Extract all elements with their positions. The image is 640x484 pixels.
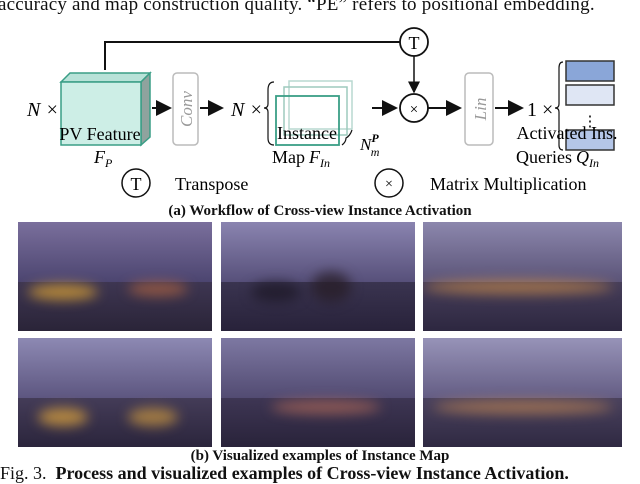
lin-box	[464, 72, 494, 146]
conv-label: Conv	[177, 91, 196, 127]
instance-map-label: Instance	[277, 123, 337, 143]
svg-text:×: ×	[410, 102, 418, 118]
subcaption-a: (a) Workflow of Cross-view Instance Acti…	[168, 203, 472, 219]
subcaption-b: (b) Visualized examples of Instance Map	[190, 448, 450, 464]
instance-map-stack	[275, 80, 353, 146]
svg-text:T: T	[409, 33, 420, 53]
queries-label: Activated Ins.	[517, 123, 618, 143]
svg-text:⋮: ⋮	[583, 114, 598, 130]
n-times-label: N ×	[26, 99, 59, 121]
legend-matmul-icon	[374, 168, 404, 198]
body-text-top: accuracy and map construction quality. “…	[0, 0, 595, 15]
pv-feature-cube	[59, 71, 152, 147]
pv-feature-label: PV Feature	[59, 124, 140, 144]
instance-map-example-1	[18, 222, 212, 331]
instance-map-example-3	[423, 222, 622, 331]
skip-connection-line	[104, 41, 400, 70]
svg-text:T: T	[131, 174, 142, 194]
legend-matmul-label: Matrix Multiplication	[430, 174, 586, 194]
one-times-label: 1 ×	[527, 99, 553, 121]
instance-map-example-4	[18, 338, 212, 447]
instance-map-example-6	[423, 338, 622, 447]
svg-text:×: ×	[385, 177, 393, 192]
activated-queries-stack	[565, 60, 615, 151]
lin-label: Lin	[471, 98, 490, 122]
instance-map-example-2	[221, 222, 415, 331]
pv-feature-symbol: FP	[93, 147, 113, 170]
legend-transpose-icon	[121, 168, 151, 198]
figure-caption: Fig. 3. Process and visualized examples …	[0, 463, 569, 483]
legend-transpose-label: Transpose	[175, 174, 248, 194]
instance-map-example-5	[221, 338, 415, 447]
n-times-label-2: N ×	[230, 99, 263, 121]
conv-box	[172, 72, 199, 146]
